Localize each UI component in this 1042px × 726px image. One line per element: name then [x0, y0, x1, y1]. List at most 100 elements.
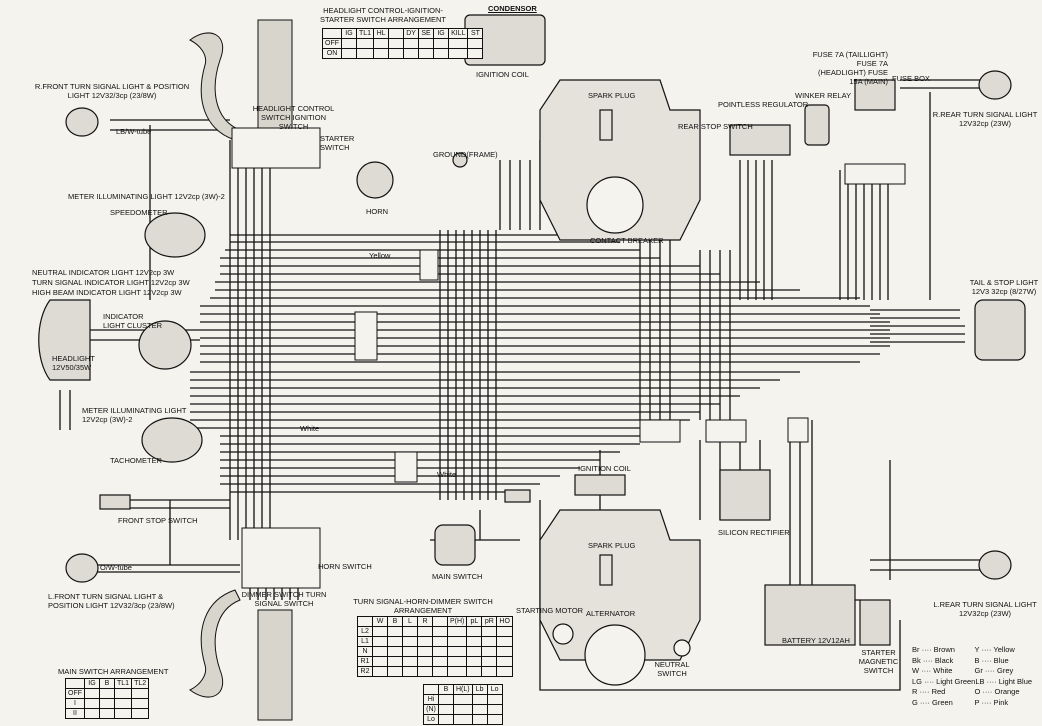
right-brake-lever [189, 32, 241, 141]
table-header-cell: B [387, 616, 403, 627]
table-header-cell: KILL [448, 28, 469, 39]
fuse-box-body [854, 79, 896, 111]
rear-stop-switch-label: REAR STOP SWITCH [678, 122, 753, 131]
table-cell [448, 48, 469, 59]
white-wire-label-2: White [437, 470, 457, 479]
table-row-label: OFF [65, 688, 85, 699]
table-row-label: L2 [357, 626, 373, 637]
speedometer-label: SPEEDOMETER [110, 208, 168, 217]
table-cell [432, 636, 448, 647]
table-cell [388, 38, 405, 49]
table-cell [402, 636, 418, 647]
dimmer-switch-label: DIMMER SWITCH TURN SIGNAL SWITCH [241, 590, 327, 608]
table-row-label: N [357, 646, 373, 657]
connector-alternator [639, 419, 681, 443]
table-header-cell: H(L) [453, 684, 473, 695]
ignition-coil-bottom-body [574, 474, 626, 496]
front-right-turn-lamp [65, 107, 99, 137]
rear-left-turn-label: L.REAR TURN SIGNAL LIGHT 12V32cp (23W) [933, 600, 1037, 618]
legend-entry: Bk ···· Black [912, 655, 954, 665]
table-row-label: II [65, 708, 85, 719]
alternator-stator [584, 624, 646, 686]
table-cell [471, 714, 488, 725]
harness-trunk-center [439, 230, 497, 500]
table-row-label: Hi [423, 694, 439, 705]
table-header-cell [322, 28, 342, 39]
table-cell [113, 698, 133, 709]
legend-entry: W ···· White [912, 666, 953, 675]
table-cell [481, 656, 498, 667]
table-cell [453, 714, 473, 725]
neutral-indicator-label: NEUTRAL INDICATOR LIGHT 12V2cp 3W [32, 268, 175, 277]
speedometer-gauge [144, 212, 206, 258]
table-cell [387, 666, 403, 677]
table-cell [496, 666, 513, 677]
starting-motor-symbol [552, 623, 574, 645]
table-header-cell [357, 616, 373, 627]
fuse-box-leads [839, 170, 889, 300]
ignition-coil-top-label: IGNITION COIL [476, 70, 529, 79]
silicon-rectifier-label: SILICON RECTIFIER [718, 528, 790, 537]
table-cell [496, 636, 513, 647]
table-cell [446, 666, 468, 677]
high-beam-indicator-label: HIGH BEAM INDICATOR LIGHT 12V2cp 3W [32, 288, 182, 297]
table-cell [402, 656, 418, 667]
table-header-cell: R [417, 616, 433, 627]
winker-relay-body [804, 104, 830, 146]
table-header-cell: B [99, 678, 115, 689]
table-cell [402, 626, 418, 637]
table-header-cell: L [402, 616, 418, 627]
table-cell [402, 646, 418, 657]
table-cell [481, 646, 498, 657]
ground-point [452, 152, 468, 168]
table-cell [99, 688, 115, 699]
headlight-switch-table-title: HEADLIGHT CONTROL-IGNITION-STARTER SWITC… [320, 6, 446, 24]
table-cell [387, 636, 403, 647]
table-cell [433, 38, 450, 49]
meter-illum-top-label: METER ILLUMINATING LIGHT 12V2cp (3W)-2 [68, 192, 225, 201]
table-cell [467, 48, 484, 59]
main-switch-body [434, 524, 476, 566]
table-header-cell: SE [418, 28, 435, 39]
fuse-box-connector [844, 163, 906, 185]
table-header-cell: Lo [486, 684, 503, 695]
main-switch-label: MAIN SWITCH [432, 572, 483, 581]
legend-entry: R ···· Red [912, 687, 946, 696]
battery-label: BATTERY 12V12AH [782, 636, 850, 645]
pointless-regulator-body [729, 124, 791, 156]
table-cell [481, 666, 498, 677]
table-row-label: R2 [357, 666, 373, 677]
meter-illum-bottom-label: METER ILLUMINATING LIGHT 12V2cp (3W)-2 [82, 406, 187, 424]
legend-entry: Y ···· Yellow [974, 645, 1015, 654]
starter-magnetic-switch-label: STARTER MAGNETIC SWITCH [858, 648, 899, 675]
table-cell [402, 666, 418, 677]
meter-illum-leads [59, 390, 71, 430]
table-cell [432, 646, 448, 657]
alternator-label: ALTERNATOR [586, 609, 636, 618]
engine-top-body [539, 79, 701, 241]
headlight-switch-housing [231, 127, 321, 169]
table-header-cell: P(H) [446, 616, 468, 627]
legend-entry: Br ···· Brown [912, 645, 955, 654]
table-header-cell: HO [496, 616, 513, 627]
table-cell [496, 626, 513, 637]
harness-trunk-left [229, 140, 271, 540]
table-header-cell: TL2 [131, 678, 150, 689]
table-cell [403, 48, 420, 59]
legend-entry: G ···· Green [912, 697, 953, 707]
connector-block-upper [419, 249, 439, 281]
legend-entry: LB ···· Light Blue [975, 676, 1033, 686]
table-cell [99, 708, 115, 719]
starter-switch-label: STARTER SWITCH [320, 134, 355, 152]
table-cell [453, 704, 473, 715]
headlight-label: HEADLIGHT 12V50/35W [52, 354, 95, 372]
legend-row: Br ···· Brown Y ···· Yellow [912, 645, 1037, 656]
table-cell [341, 48, 357, 59]
table-cell [355, 38, 375, 49]
table-cell [496, 656, 513, 667]
rear-right-turn-lamp [978, 70, 1012, 100]
table-cell [471, 694, 488, 705]
table-cell [418, 38, 435, 49]
